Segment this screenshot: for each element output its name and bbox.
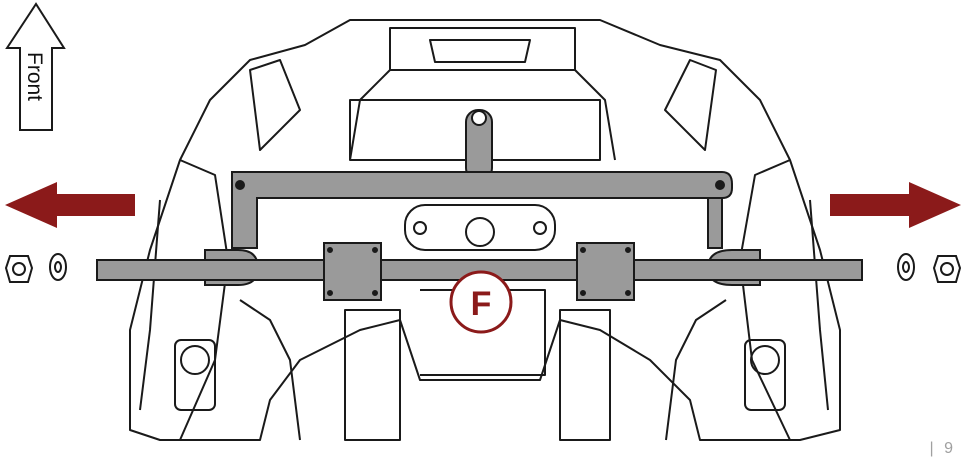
page-number: | 9 [929,440,956,457]
washer-icon [49,253,67,281]
lock-nut-icon [4,255,34,283]
crossbar-assembly [96,109,863,301]
red-arrow-left-icon [5,182,135,228]
part-badge-f: F [449,270,513,334]
lock-nut-icon [932,255,962,283]
washer-icon [897,253,915,281]
red-arrow-right-icon [830,182,961,228]
front-label: Front [23,52,46,101]
front-direction-arrow-icon: Front [5,2,66,131]
badge-letter: F [471,285,492,323]
